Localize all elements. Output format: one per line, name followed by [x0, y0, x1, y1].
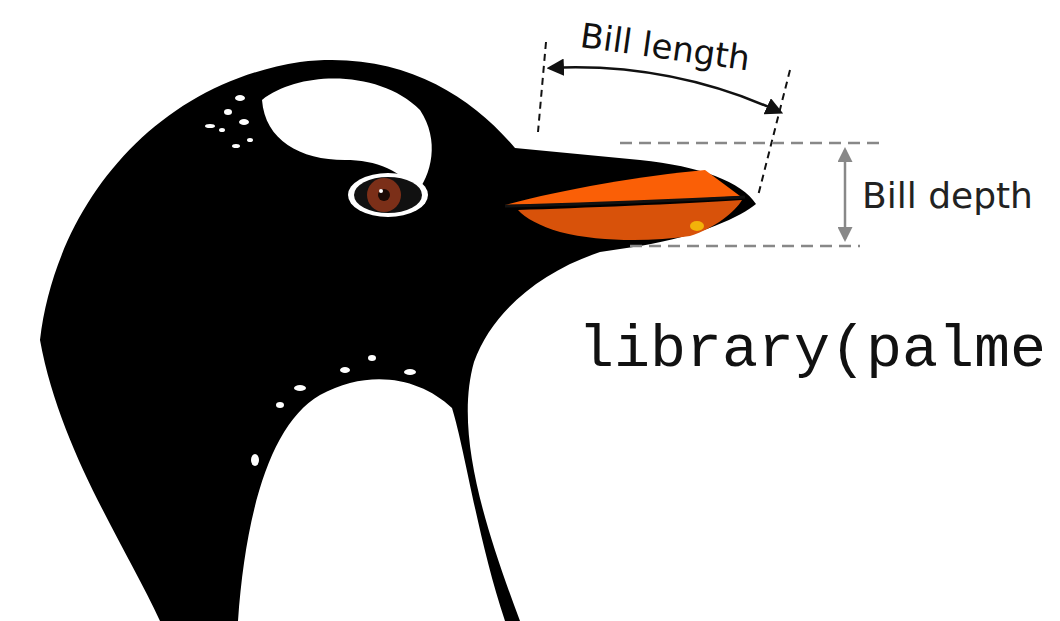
dimension-arrow [844, 150, 847, 239]
code-label: library(palme [578, 320, 1046, 380]
bill-spot [690, 221, 704, 231]
eye-pupil [378, 189, 390, 201]
bill-line [505, 197, 745, 206]
dimension-line [620, 142, 885, 145]
dimension-label: Bill length [578, 18, 752, 75]
eye-ring [348, 173, 428, 217]
eye-iris [367, 178, 401, 212]
dimension-line [538, 42, 546, 132]
dimension-label: Bill depth [862, 178, 1033, 214]
eye-glint [379, 189, 383, 193]
white-chest [238, 379, 505, 621]
dimension-line [758, 70, 790, 196]
dimension-line [630, 245, 860, 248]
head-speckles [205, 95, 253, 148]
eye-ring-inner [354, 177, 422, 213]
chest-speckles [251, 355, 416, 466]
